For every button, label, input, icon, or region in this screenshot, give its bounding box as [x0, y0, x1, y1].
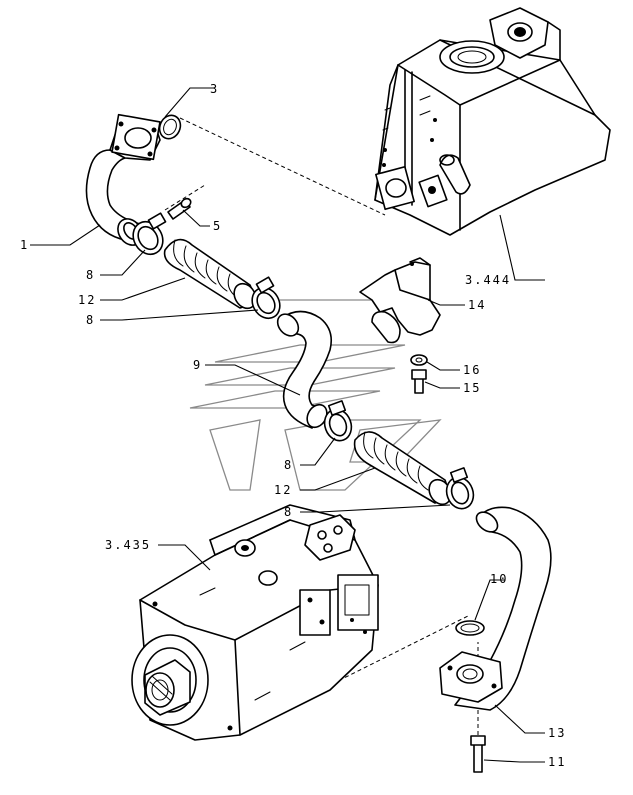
hose-clamp-3 — [323, 400, 353, 442]
pump-inlet-pipe — [439, 506, 552, 711]
hose-clamp-4 — [445, 467, 475, 510]
intermediate-pipe — [276, 310, 333, 429]
hose-clamp-1 — [132, 212, 167, 256]
callout-14: 14 — [468, 298, 486, 312]
corrugated-hose-upper — [163, 238, 257, 310]
leader-11 — [483, 759, 545, 763]
bolt-15 — [411, 369, 427, 394]
corrugated-hose-lower — [353, 431, 452, 506]
leader-1 — [30, 224, 101, 246]
callout-8b: 8 — [86, 313, 95, 327]
callout-15: 15 — [463, 381, 481, 395]
screw-5 — [167, 197, 192, 220]
callout-3435: 3.435 — [105, 538, 151, 552]
washer-16 — [410, 354, 428, 366]
callout-13: 13 — [548, 726, 566, 740]
leader-8d — [300, 504, 451, 513]
leader-8a — [100, 249, 146, 276]
hose-clamp-2 — [251, 276, 281, 320]
callout-5: 5 — [213, 219, 222, 233]
callout-8d: 8 — [284, 505, 293, 519]
o-ring-lower — [455, 620, 485, 636]
leader-12b — [300, 467, 376, 491]
callout-1: 1 — [20, 238, 29, 252]
o-ring-upper — [158, 114, 182, 140]
callout-9: 9 — [193, 358, 202, 372]
callout-12a: 12 — [78, 293, 96, 307]
leader-12a — [100, 277, 186, 301]
callout-10: 10 — [490, 572, 508, 586]
leader-3435 — [158, 544, 211, 571]
leader-9 — [205, 364, 301, 396]
hydraulic-pump — [131, 504, 379, 741]
callout-11: 11 — [548, 755, 566, 769]
callout-16: 16 — [463, 363, 481, 377]
callout-8c: 8 — [284, 458, 293, 472]
assembly-line-screw-to-flange — [164, 184, 206, 211]
leader-14 — [427, 299, 465, 306]
leader-10 — [474, 579, 505, 621]
leader-16 — [426, 361, 460, 371]
support-bracket — [359, 257, 441, 344]
leader-8b — [100, 309, 259, 321]
callout-12b: 12 — [274, 483, 292, 497]
leader-3 — [164, 87, 215, 118]
hydraulic-tank — [374, 7, 611, 236]
assembly-line-flange-to-tank — [179, 117, 386, 216]
leader-15 — [424, 381, 460, 389]
leader-8c — [300, 437, 336, 466]
callout-3: 3 — [210, 82, 219, 96]
callout-8a: 8 — [86, 268, 95, 282]
bolt-11 — [470, 735, 486, 773]
callout-3444: 3.444 — [465, 273, 511, 287]
leader-5 — [182, 209, 210, 227]
leader-13 — [494, 704, 545, 734]
leader-3444 — [499, 214, 545, 281]
